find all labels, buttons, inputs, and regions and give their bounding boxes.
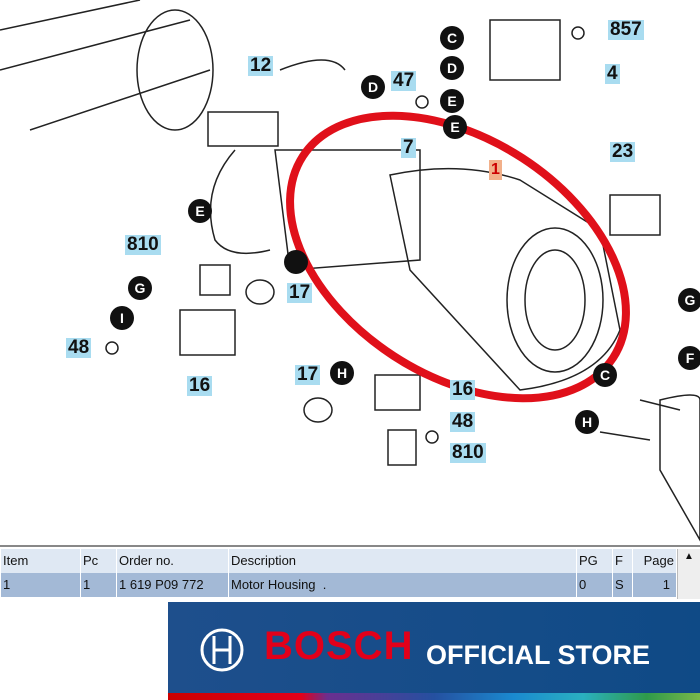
part-label[interactable]: 23 — [610, 141, 636, 162]
part-label[interactable]: 857 — [608, 19, 644, 40]
connector-marker: H — [575, 410, 599, 434]
cell-pg: 0 — [576, 573, 612, 597]
table-row[interactable]: 1 1 1 619 P09 772 Motor Housing . 0 S 1 — [0, 573, 676, 597]
part-label[interactable]: 47 — [391, 70, 417, 91]
connector-marker: F — [678, 346, 700, 370]
cell-page: 1 — [632, 573, 676, 597]
connector-marker: E — [188, 199, 212, 223]
col-pg[interactable]: PG — [576, 549, 612, 573]
cell-pc: 1 — [80, 573, 116, 597]
part-label[interactable]: 17 — [295, 364, 321, 385]
col-description[interactable]: Description — [228, 549, 576, 573]
connector-marker: C — [440, 26, 464, 50]
part-label[interactable]: 48 — [450, 411, 476, 432]
part-label[interactable]: 16 — [187, 375, 213, 396]
connector-marker: I — [110, 306, 134, 330]
store-tagline: OFFICIAL STORE — [426, 640, 651, 670]
connector-marker: G — [128, 276, 152, 300]
cell-description: Motor Housing . — [228, 573, 576, 597]
part-label[interactable]: 810 — [450, 442, 486, 463]
color-stripe — [168, 693, 700, 700]
part-label[interactable]: 48 — [66, 337, 92, 358]
col-pc[interactable]: Pc — [80, 549, 116, 573]
connector-marker: D — [361, 75, 385, 99]
cell-item: 1 — [0, 573, 80, 597]
col-order-no[interactable]: Order no. — [116, 549, 228, 573]
connector-marker: E — [443, 115, 467, 139]
connector-marker: E — [440, 89, 464, 113]
part-label[interactable]: 810 — [125, 234, 161, 255]
col-page[interactable]: Page — [632, 549, 676, 573]
connector-marker: D — [440, 56, 464, 80]
parts-table: Item Pc Order no. Description PG F Page … — [0, 545, 700, 602]
connector-marker — [284, 250, 308, 274]
table-header: Item Pc Order no. Description PG F Page — [0, 549, 676, 573]
part-label[interactable]: 1 — [489, 160, 502, 180]
col-f[interactable]: F — [612, 549, 632, 573]
part-label[interactable]: 17 — [287, 282, 313, 303]
bosch-store-banner: BOSCH OFFICIAL STORE — [168, 602, 700, 700]
connector-marker: H — [330, 361, 354, 385]
part-label[interactable]: 12 — [248, 55, 274, 76]
connector-marker: C — [593, 363, 617, 387]
highlight-ellipse — [286, 111, 630, 403]
bosch-logo-icon — [200, 628, 244, 672]
scroll-up-icon[interactable]: ▲ — [684, 551, 694, 562]
col-item[interactable]: Item — [0, 549, 80, 573]
part-label[interactable]: 7 — [401, 137, 416, 158]
scrollbar[interactable]: ▲ — [677, 549, 700, 599]
part-label[interactable]: 4 — [605, 63, 620, 84]
connector-marker: G — [678, 288, 700, 312]
cell-order-no: 1 619 P09 772 — [116, 573, 228, 597]
exploded-parts-diagram: 857 12 47 4 7 1 23 810 17 48 16 17 16 48… — [0, 0, 700, 542]
part-label[interactable]: 16 — [450, 379, 476, 400]
diagram-drawing — [0, 0, 700, 542]
brand-name: BOSCH — [264, 624, 414, 668]
cell-f: S — [612, 573, 632, 597]
